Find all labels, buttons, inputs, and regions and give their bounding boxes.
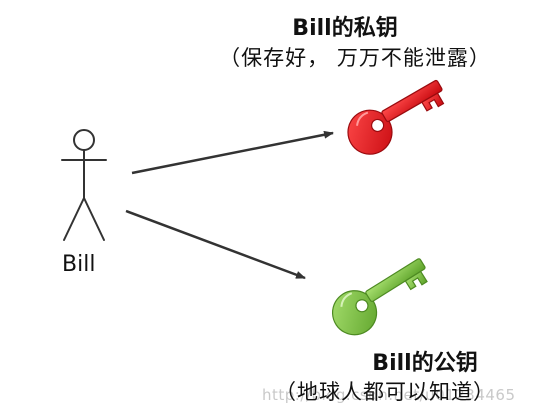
arrow-to-public-key bbox=[125, 209, 306, 280]
private-key-title: Bill的私钥 bbox=[292, 16, 398, 41]
private-key-subtitle: （保存好， 万万不能泄露） bbox=[219, 46, 491, 70]
green-key-icon bbox=[331, 258, 428, 336]
watermark-text: http://blog.csdn.net/u01234465 bbox=[262, 386, 516, 404]
person-label: Bill bbox=[62, 252, 96, 277]
stick-figure-icon bbox=[61, 129, 107, 241]
public-key-title: Bill的公钥 bbox=[372, 351, 478, 376]
arrow-to-private-key bbox=[131, 130, 334, 175]
red-key-icon bbox=[347, 79, 445, 155]
public-key-subtitle: （地球人都可以知道） bbox=[275, 380, 495, 404]
